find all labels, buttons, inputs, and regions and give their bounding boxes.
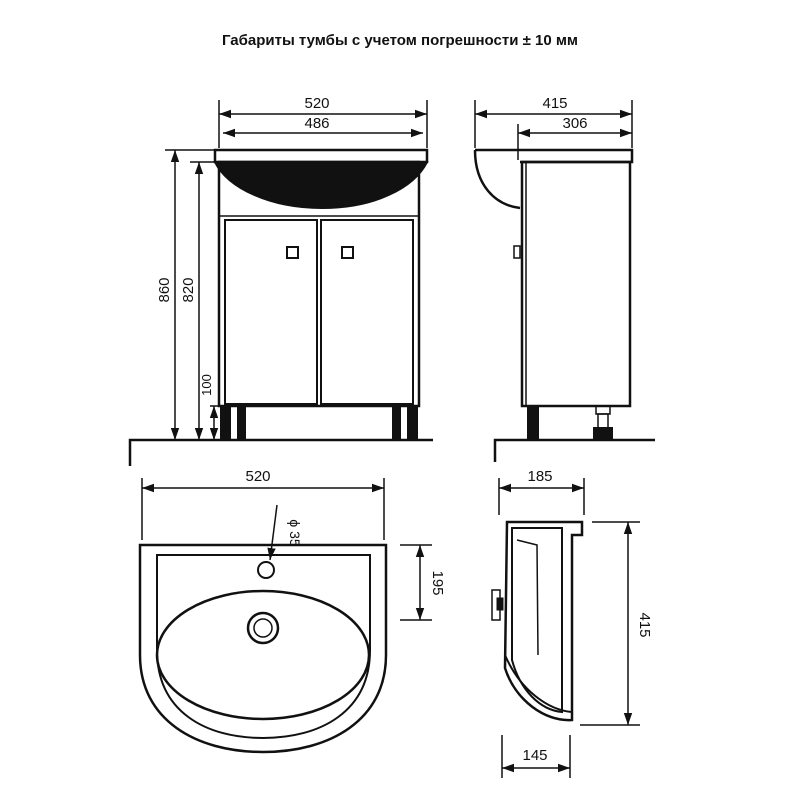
basin-front-top — [213, 148, 429, 164]
front-width-total-label: 520 — [304, 95, 329, 112]
floor-line-side — [493, 438, 655, 462]
front-width-inner-label: 486 — [304, 115, 329, 132]
basin-side-bottom-width-label: 145 — [522, 747, 547, 764]
cabinet-body-side — [520, 160, 632, 408]
side-depth-total-label: 415 — [542, 95, 567, 112]
hole-diameter-label: ϕ 35 — [287, 519, 303, 547]
basin-side-top-width-label: 185 — [527, 468, 552, 485]
left-door-handle — [286, 246, 299, 259]
basin-bowl — [155, 589, 371, 721]
front-leg-left-outer — [220, 405, 231, 441]
front-height-body-label: 820 — [180, 277, 197, 302]
basin-outer-outline — [138, 543, 388, 754]
basin-side-top — [475, 148, 634, 164]
floor-line-front — [128, 438, 433, 466]
side-view — [473, 100, 655, 462]
basin-inner-rim — [156, 554, 371, 740]
basin-top-dims — [141, 478, 432, 621]
hole-offset-label: 195 — [429, 570, 446, 595]
left-door — [224, 219, 318, 405]
side-handle — [513, 245, 521, 259]
side-leg-front — [527, 405, 539, 441]
front-height-dims — [165, 149, 219, 440]
drain-outer — [246, 611, 280, 645]
basin-front-bowl — [213, 161, 429, 210]
front-view — [128, 100, 433, 466]
front-leg-left-inner — [237, 405, 246, 441]
basin-side-depth-label: 415 — [636, 612, 653, 637]
right-door-handle — [341, 246, 354, 259]
basin-side-outline — [503, 520, 584, 722]
front-height-total-label: 860 — [156, 277, 173, 302]
cabinet-body-front — [217, 160, 421, 408]
right-door — [320, 219, 414, 405]
front-leg-height-label: 100 — [199, 374, 214, 396]
basin-side-dims — [498, 478, 640, 778]
basin-top-view — [138, 478, 432, 754]
front-leg-right-inner — [392, 405, 401, 441]
side-depth-body-label: 306 — [562, 115, 587, 132]
basin-side-inner — [511, 527, 563, 714]
front-leg-right-outer — [407, 405, 418, 441]
tap-hole — [257, 561, 275, 579]
side-depth-dims — [474, 100, 633, 160]
front-width-dims — [218, 100, 428, 148]
drawing-title: Габариты тумбы с учетом погрешности ± 10… — [221, 32, 579, 49]
basin-width-label: 520 — [245, 468, 270, 485]
side-leg-rear-foot — [593, 427, 613, 441]
side-leg-rear-mid — [597, 413, 609, 429]
basin-side-bowl-curve — [504, 654, 573, 713]
drain-inner — [253, 618, 273, 638]
basin-side-tap-knob — [496, 597, 504, 611]
basin-side-view — [491, 478, 640, 778]
basin-side-bowl — [473, 149, 521, 210]
basin-side-front — [516, 539, 539, 656]
